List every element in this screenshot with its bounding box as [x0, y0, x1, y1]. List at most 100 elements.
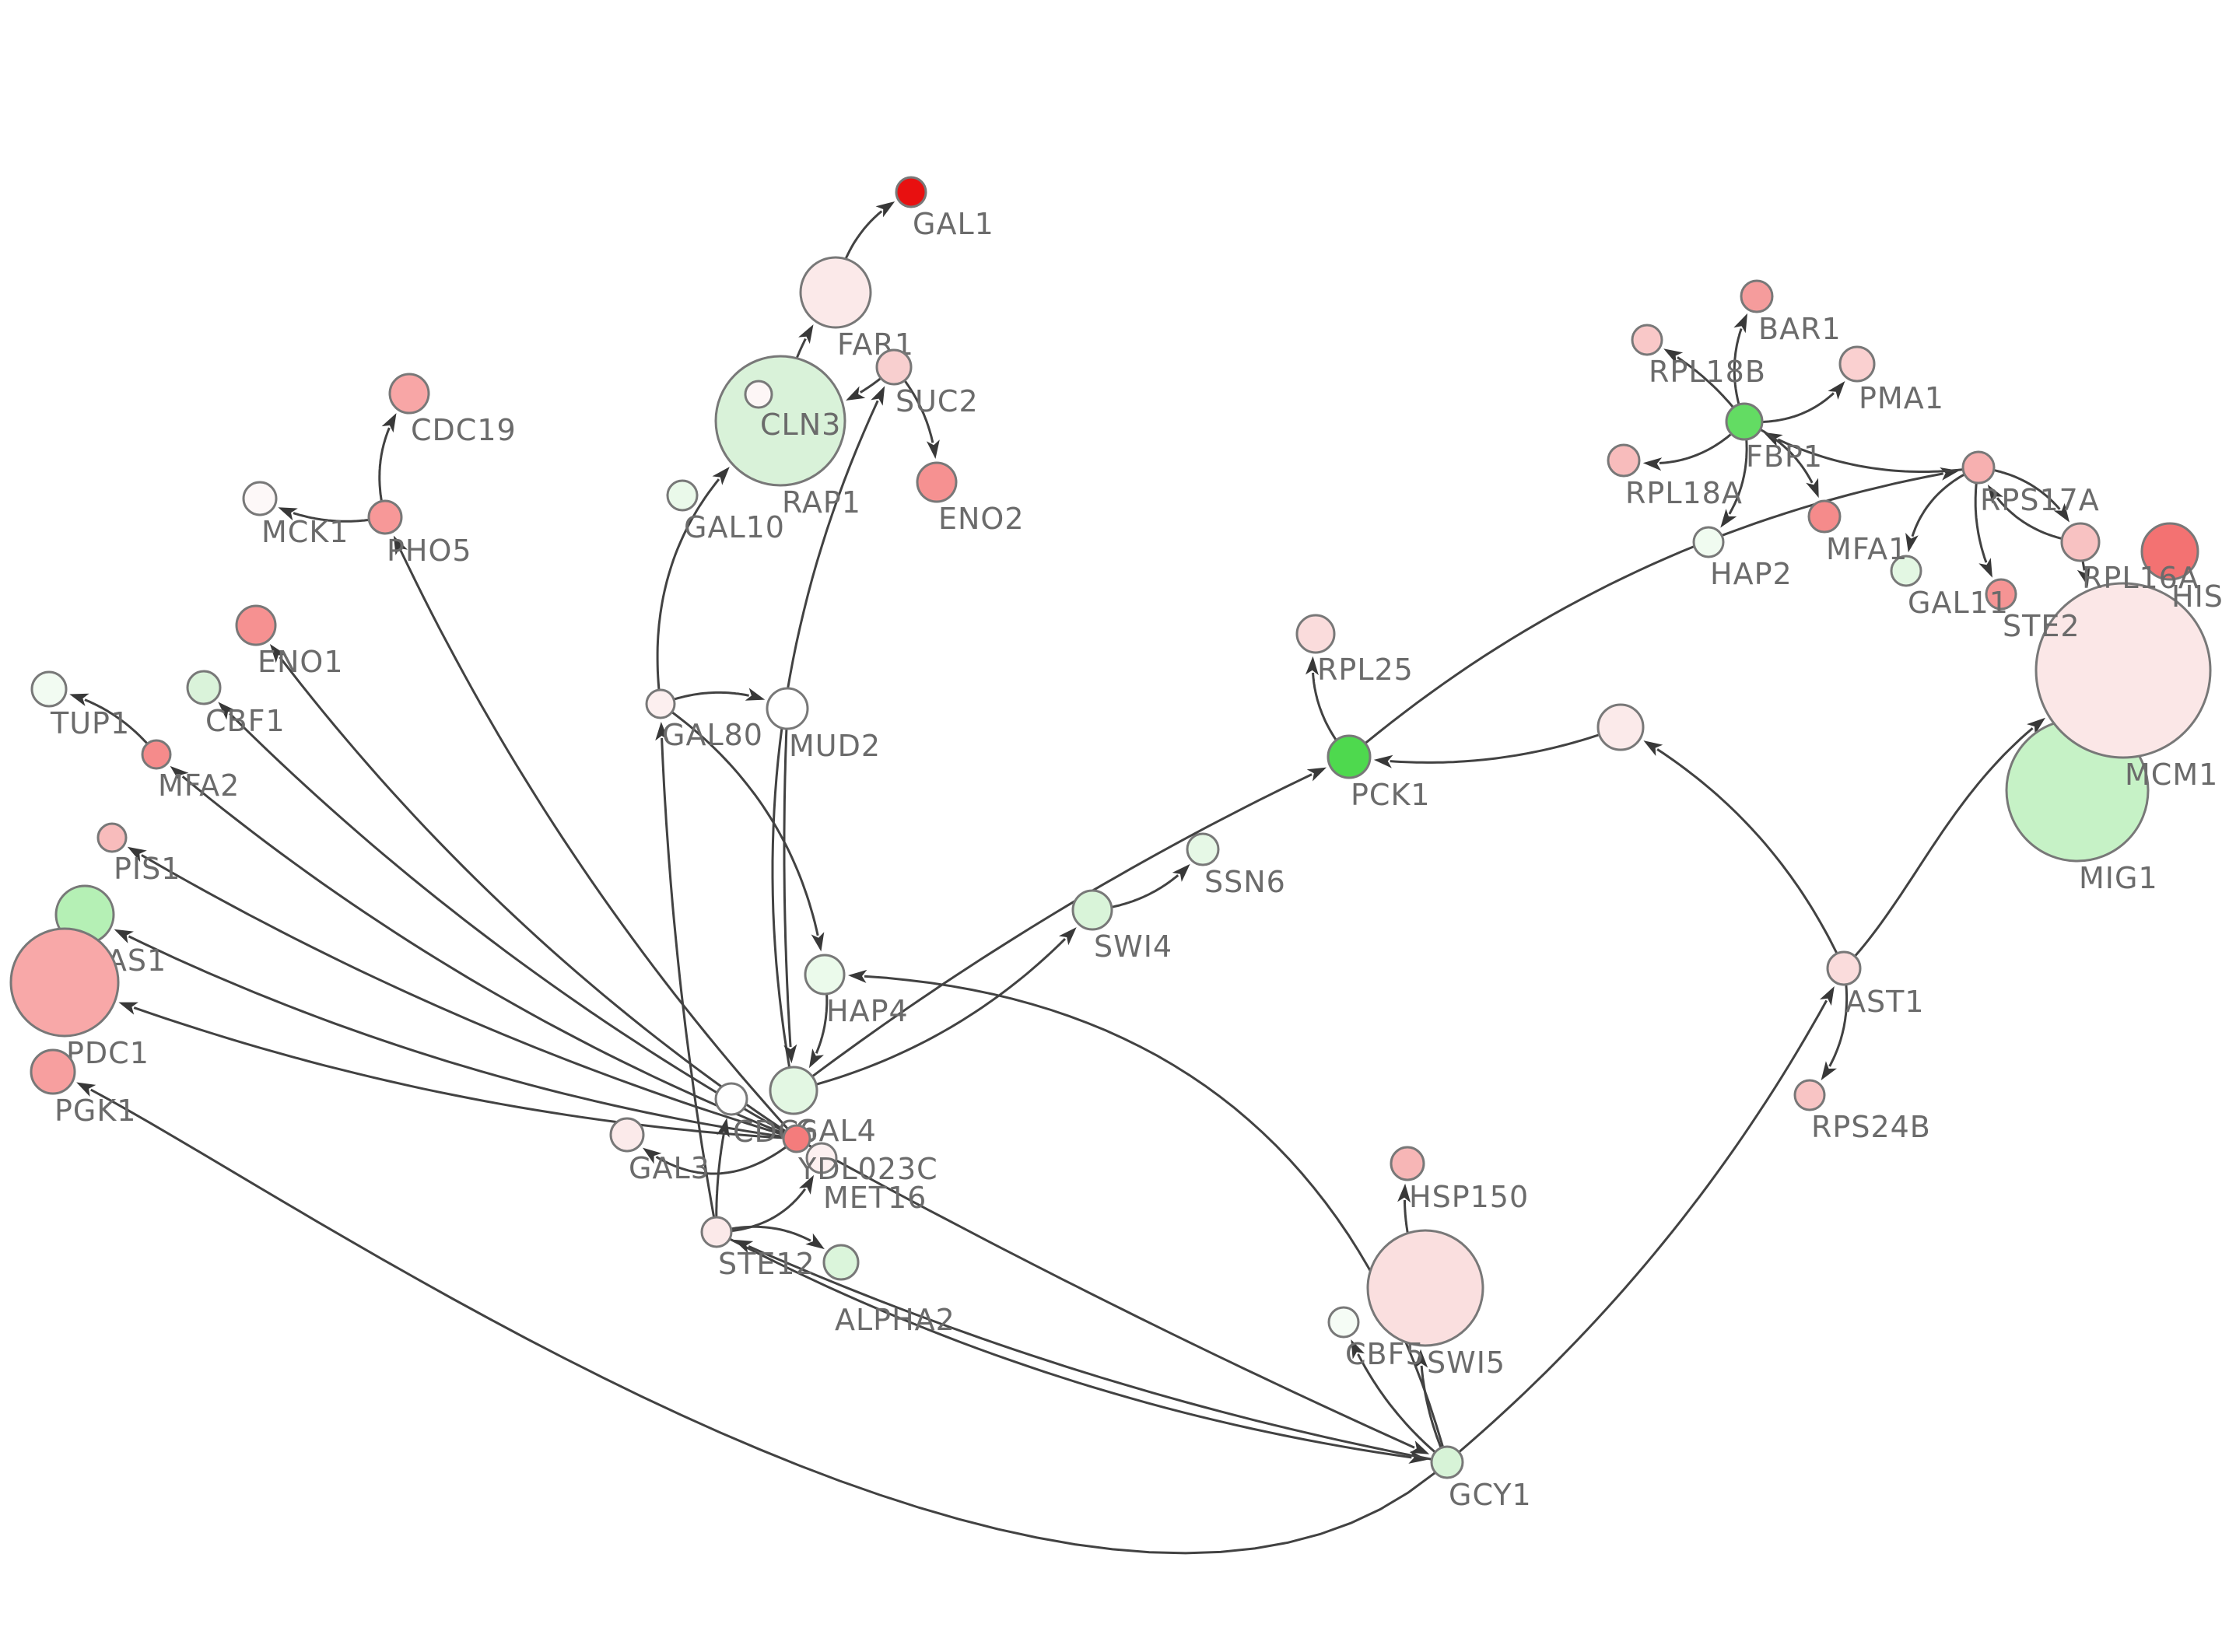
- edge-RPL16A-RPS17A[interactable]: [1996, 497, 2062, 540]
- edge-RPS17A-GAL11[interactable]: [1911, 474, 1964, 537]
- node-MFA1[interactable]: MFA1: [1807, 499, 1908, 566]
- node-PDC1[interactable]: PDC1: [9, 927, 149, 1070]
- edge-MUD2-GAL4[interactable]: [783, 729, 792, 1048]
- node-circle-HAP4[interactable]: [804, 954, 846, 996]
- node-PHO5[interactable]: PHO5: [367, 499, 472, 568]
- node-GAL3[interactable]: GAL3: [609, 1117, 710, 1185]
- edge-HAP4-GAL4[interactable]: [815, 994, 829, 1054]
- edge-YDL023C-MFA2[interactable]: [181, 775, 784, 1135]
- edge-GAL4-SWI4[interactable]: [816, 938, 1067, 1086]
- node-circle-PMA1[interactable]: [1838, 345, 1876, 383]
- node-SUC2[interactable]: SUC2: [875, 348, 979, 418]
- node-circle-TUP1[interactable]: [30, 670, 68, 708]
- node-CLN3[interactable]: CLN3: [744, 380, 841, 442]
- edge-STE12-CDC6[interactable]: [715, 1133, 725, 1216]
- node-AST1[interactable]: AST1: [1826, 950, 1925, 1019]
- node-MFA2[interactable]: MFA2: [141, 739, 240, 803]
- node-circle-GAL1[interactable]: [895, 176, 927, 208]
- node-circle-AST1[interactable]: [1826, 950, 1862, 986]
- node-circle-MCM1[interactable]: [2034, 582, 2212, 759]
- node-circle-CLN3[interactable]: [744, 380, 773, 409]
- node-HAP2[interactable]: HAP2: [1692, 526, 1793, 591]
- node-circle-GAL11[interactable]: [1890, 555, 1922, 587]
- node-STE2[interactable]: STE2: [1985, 578, 2080, 643]
- node-circle-PIS1[interactable]: [96, 822, 128, 853]
- edge-STE12-ALPHA2[interactable]: [731, 1225, 811, 1242]
- node-circle-PHO5[interactable]: [367, 499, 403, 535]
- edge-FBP1-BAR1[interactable]: [1733, 328, 1743, 404]
- node-SSN6[interactable]: SSN6: [1186, 832, 1286, 899]
- edge-RPS17A-RPL16A[interactable]: [1994, 469, 2061, 510]
- edge-YDL023C-CBF1[interactable]: [229, 712, 786, 1133]
- node-circle-CDC6[interactable]: [714, 1082, 748, 1116]
- edge-AST1-NODE_X[interactable]: [1656, 748, 1838, 954]
- node-circle-MUD2[interactable]: [766, 687, 809, 730]
- edge-FBP1-RPL18A[interactable]: [1659, 433, 1732, 464]
- node-GAL10[interactable]: GAL10: [666, 479, 785, 544]
- node-CBF1[interactable]: CBF1: [186, 670, 286, 738]
- edge-SUC2-ENO2[interactable]: [904, 380, 934, 443]
- node-ENO1[interactable]: ENO1: [235, 604, 344, 679]
- edge-RPS17A-STE2[interactable]: [1974, 483, 1988, 563]
- edge-GCY1-STE12[interactable]: [748, 1245, 1432, 1461]
- edge-FBP1-HAP2[interactable]: [1728, 439, 1748, 515]
- edge-YDL023C-PIS1[interactable]: [141, 854, 784, 1136]
- node-circle-HSP150[interactable]: [1390, 1146, 1425, 1181]
- node-ENO2[interactable]: ENO2: [916, 461, 1025, 536]
- edge-SUC2-RAP1[interactable]: [859, 377, 881, 394]
- node-RPS17A[interactable]: RPS17A: [1961, 450, 2100, 517]
- node-BAR1[interactable]: BAR1: [1740, 279, 1842, 346]
- node-circle-CBF5[interactable]: [1327, 1306, 1360, 1339]
- node-CBF5[interactable]: CBF5: [1327, 1306, 1425, 1371]
- edge-PCK1-RPS17A[interactable]: [1365, 472, 1943, 744]
- node-circle-GCY1[interactable]: [1430, 1445, 1464, 1479]
- node-circle-RPL16A[interactable]: [2060, 522, 2101, 562]
- node-MCK1[interactable]: MCK1: [242, 481, 349, 549]
- node-circle-RPL25[interactable]: [1295, 614, 1336, 654]
- node-circle-SWI4[interactable]: [1071, 889, 1113, 931]
- node-circle-PGK1[interactable]: [30, 1048, 76, 1095]
- edge-GAL80-RAP1[interactable]: [656, 478, 720, 690]
- node-ALPHA2[interactable]: ALPHA2: [822, 1244, 955, 1337]
- edge-GCY1-PGK1[interactable]: [90, 1088, 1435, 1555]
- node-CDC19[interactable]: CDC19: [388, 373, 517, 447]
- node-circle-PDC1[interactable]: [9, 927, 120, 1038]
- edge-GCY1-SWI5[interactable]: [1420, 1365, 1442, 1448]
- node-FAR1[interactable]: FAR1: [799, 256, 914, 362]
- node-circle-HAP2[interactable]: [1692, 526, 1725, 558]
- node-circle-STE12[interactable]: [700, 1216, 733, 1248]
- node-SWI4[interactable]: SWI4: [1071, 889, 1172, 964]
- node-HSP150[interactable]: HSP150: [1390, 1146, 1529, 1214]
- edge-FBP1-PMA1[interactable]: [1762, 392, 1835, 423]
- node-RPS24B[interactable]: RPS24B: [1793, 1079, 1931, 1144]
- edge-SWI5-HSP150[interactable]: [1404, 1199, 1409, 1233]
- edge-STE12-GCY1[interactable]: [730, 1237, 1412, 1459]
- node-RPL25[interactable]: RPL25: [1295, 614, 1414, 687]
- node-circle-YDL023C[interactable]: [782, 1124, 811, 1153]
- node-circle-RPL18B[interactable]: [1631, 324, 1663, 356]
- node-SWI5[interactable]: SWI5: [1366, 1229, 1505, 1380]
- node-circle-ENO2[interactable]: [916, 461, 958, 503]
- node-circle-ENO1[interactable]: [235, 604, 277, 646]
- node-circle-MFA2[interactable]: [141, 739, 172, 770]
- node-MET16[interactable]: MET16: [805, 1142, 927, 1215]
- node-circle-HIS4[interactable]: [2140, 522, 2199, 581]
- node-circle-STE2[interactable]: [1985, 578, 2017, 611]
- node-circle-CDC19[interactable]: [388, 373, 430, 415]
- edge-RPS17A-FBP1[interactable]: [1777, 438, 1963, 473]
- edge-FAR1-GAL1[interactable]: [845, 210, 883, 259]
- edge-AST1-MCM1[interactable]: [1854, 727, 2034, 957]
- node-RPL18A[interactable]: RPL18A: [1607, 443, 1743, 510]
- node-RPL18B[interactable]: RPL18B: [1631, 324, 1766, 389]
- edge-MFA2-TUP1[interactable]: [84, 698, 148, 744]
- node-PMA1[interactable]: PMA1: [1838, 345, 1944, 415]
- node-FBP1[interactable]: FBP1: [1725, 402, 1823, 474]
- edge-FBP1-MFA1[interactable]: [1760, 429, 1814, 484]
- node-circle-PCK1[interactable]: [1327, 734, 1372, 779]
- edge-YDL023C-GAL3[interactable]: [655, 1146, 787, 1175]
- node-circle-MFA1[interactable]: [1807, 499, 1842, 534]
- node-circle-RPS24B[interactable]: [1793, 1079, 1826, 1111]
- node-circle-RPL18A[interactable]: [1607, 443, 1641, 478]
- node-STE12[interactable]: STE12: [700, 1216, 815, 1281]
- node-circle-MET16[interactable]: [805, 1142, 838, 1174]
